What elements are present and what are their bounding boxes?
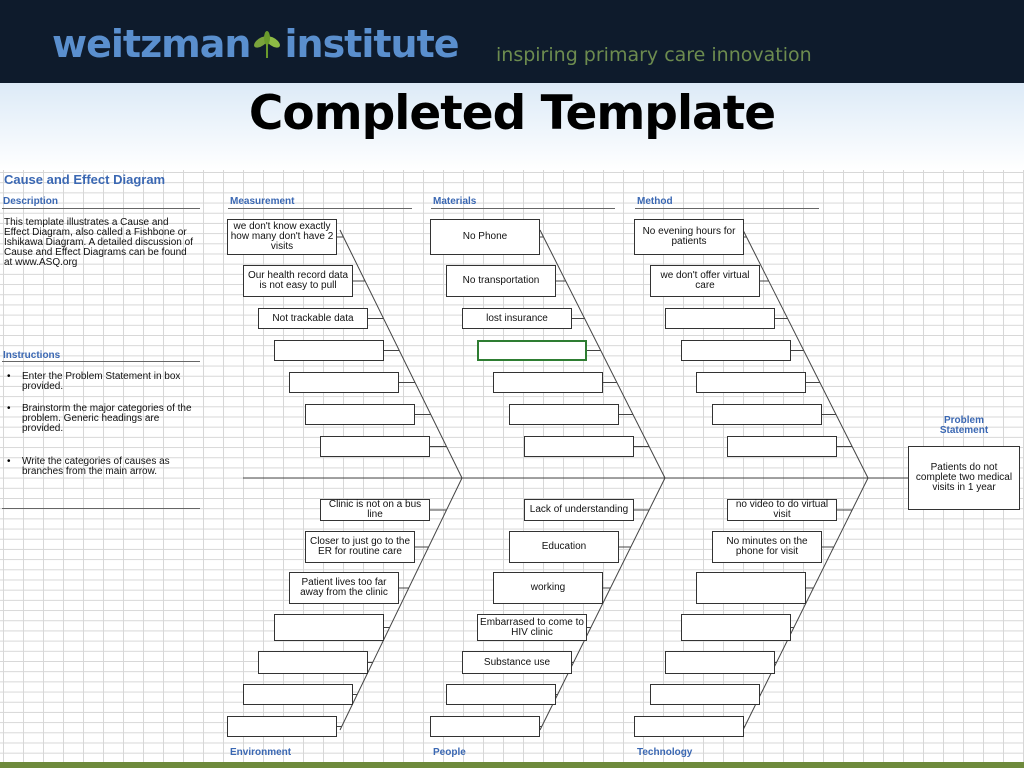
- bottom-bar: [0, 762, 1024, 768]
- problem-heading: Problem Statement: [939, 415, 989, 436]
- bullet-icon: •: [7, 371, 11, 382]
- description-text: This template illustrates a Cause and Ef…: [4, 217, 193, 268]
- cause-box-method-1[interactable]: No evening hours for patients: [634, 219, 744, 255]
- category-rule: [228, 208, 412, 209]
- cause-box-measurement-1[interactable]: we don't know exactly how many don't hav…: [227, 219, 337, 255]
- cause-box-people-4[interactable]: Embarrased to come to HIV clinic: [477, 614, 587, 641]
- instructions-heading: Instructions: [3, 350, 61, 361]
- cause-box-method-5[interactable]: [696, 372, 806, 393]
- cause-box-measurement-5[interactable]: [289, 372, 399, 393]
- description-rule: [2, 208, 200, 209]
- description-heading: Description: [3, 196, 59, 207]
- category-people: People: [433, 747, 466, 758]
- page-title: Completed Template: [248, 86, 776, 141]
- category-environment: Environment: [230, 747, 292, 758]
- tagline: inspiring primary care innovation: [496, 44, 812, 66]
- category-technology: Technology: [637, 747, 693, 758]
- cause-box-measurement-7[interactable]: [320, 436, 430, 457]
- bullet-icon: •: [7, 456, 11, 467]
- instructions-rule: [2, 361, 200, 362]
- bone-people: [539, 477, 666, 731]
- cause-box-people-5[interactable]: Substance use: [462, 651, 572, 674]
- cause-box-technology-5[interactable]: [665, 651, 775, 674]
- cause-box-measurement-3[interactable]: Not trackable data: [258, 308, 368, 329]
- cause-box-people-7[interactable]: [430, 716, 540, 737]
- cause-box-people-6[interactable]: [446, 684, 556, 705]
- bone-measurement: [339, 229, 463, 479]
- instructions-end-rule: [2, 508, 200, 509]
- bone-materials: [539, 229, 666, 479]
- cause-box-technology-3[interactable]: [696, 572, 806, 604]
- cause-box-materials-5[interactable]: [493, 372, 603, 393]
- header-banner: [0, 0, 1024, 83]
- cause-box-materials-1[interactable]: No Phone: [430, 219, 540, 255]
- bone-environment: [339, 477, 463, 731]
- title-band: [0, 83, 1024, 170]
- cause-box-environment-4[interactable]: [274, 614, 384, 641]
- category-method: Method: [637, 196, 673, 207]
- bone-technology: [742, 477, 869, 731]
- cause-box-people-1[interactable]: Lack of understanding: [524, 499, 634, 521]
- bone-method: [742, 229, 869, 479]
- cause-box-method-3[interactable]: [665, 308, 775, 329]
- instruction-2: Brainstorm the major categories of the p…: [22, 403, 192, 434]
- cause-box-materials-2[interactable]: No transportation: [446, 265, 556, 297]
- problem-statement-box[interactable]: Patients do not complete two medical vis…: [908, 446, 1020, 510]
- cause-box-method-7[interactable]: [727, 436, 837, 457]
- brand-right: institute: [284, 22, 459, 66]
- cause-box-environment-7[interactable]: [227, 716, 337, 737]
- cause-box-technology-2[interactable]: No minutes on the phone for visit: [712, 531, 822, 563]
- cause-box-environment-5[interactable]: [258, 651, 368, 674]
- cause-box-people-2[interactable]: Education: [509, 531, 619, 563]
- category-rule: [431, 208, 615, 209]
- cause-box-measurement-6[interactable]: [305, 404, 415, 425]
- bullet-icon: •: [7, 403, 11, 414]
- cause-box-materials-4-selected[interactable]: [477, 340, 587, 361]
- category-materials: Materials: [433, 196, 477, 207]
- cause-box-environment-1[interactable]: Clinic is not on a bus line: [320, 499, 430, 521]
- cause-box-environment-3[interactable]: Patient lives too far away from the clin…: [289, 572, 399, 604]
- instruction-3: Write the categories of causes as branch…: [22, 456, 170, 477]
- category-measurement: Measurement: [230, 196, 295, 207]
- cause-box-method-2[interactable]: we don't offer virtual care: [650, 265, 760, 297]
- instruction-1: Enter the Problem Statement in box provi…: [22, 371, 181, 392]
- brand-logo: weitzman institute: [52, 22, 460, 69]
- sheet-title: Cause and Effect Diagram: [4, 172, 166, 187]
- brand-left: weitzman: [52, 22, 251, 66]
- cause-box-technology-4[interactable]: [681, 614, 791, 641]
- cause-box-technology-7[interactable]: [634, 716, 744, 737]
- cause-box-materials-6[interactable]: [509, 404, 619, 425]
- cause-box-people-3[interactable]: working: [493, 572, 603, 604]
- cause-box-method-6[interactable]: [712, 404, 822, 425]
- cause-box-measurement-4[interactable]: [274, 340, 384, 361]
- leaf-icon: [252, 25, 282, 69]
- category-rule: [635, 208, 819, 209]
- cause-box-materials-7[interactable]: [524, 436, 634, 457]
- cause-box-environment-2[interactable]: Closer to just go to the ER for routine …: [305, 531, 415, 563]
- cause-box-environment-6[interactable]: [243, 684, 353, 705]
- cause-box-technology-6[interactable]: [650, 684, 760, 705]
- cause-box-measurement-2[interactable]: Our health record data is not easy to pu…: [243, 265, 353, 297]
- cause-box-method-4[interactable]: [681, 340, 791, 361]
- cause-box-technology-1[interactable]: no video to do virtual visit: [727, 499, 837, 521]
- cause-box-materials-3[interactable]: lost insurance: [462, 308, 572, 329]
